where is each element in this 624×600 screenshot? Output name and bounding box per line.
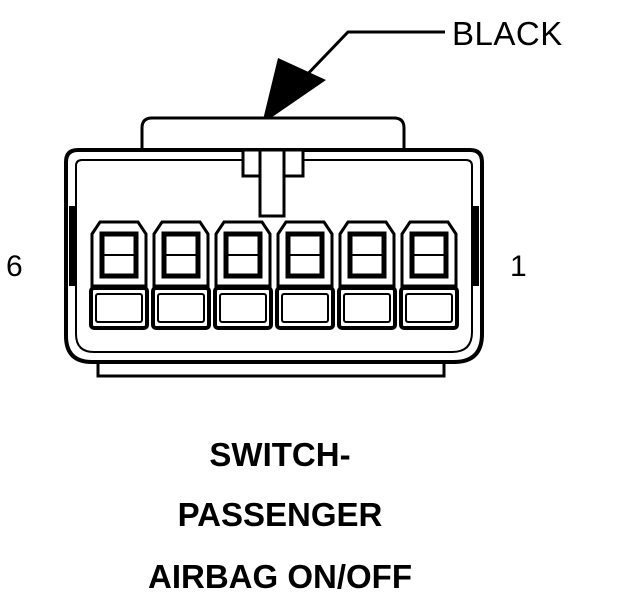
pin-1-label: 1 bbox=[510, 250, 527, 283]
connector-top-tab bbox=[140, 116, 406, 150]
connector-body-inner bbox=[75, 159, 473, 353]
terminal-cavity bbox=[151, 220, 211, 330]
terminal-cavity bbox=[213, 220, 273, 330]
title-line-2: PASSENGER bbox=[177, 496, 383, 533]
connector-color-label: BLACK bbox=[452, 15, 563, 52]
terminal-cavity bbox=[337, 220, 397, 330]
connector-key bbox=[241, 148, 305, 218]
terminal-cavity bbox=[399, 220, 459, 330]
title-line-3: AIRBAG ON/OFF bbox=[148, 558, 412, 595]
color-leader-arrow bbox=[262, 30, 445, 124]
terminal-cavity bbox=[275, 220, 335, 330]
terminal-cavity bbox=[89, 220, 149, 330]
pin-6-label: 6 bbox=[6, 250, 23, 283]
terminal-cavities bbox=[89, 220, 459, 330]
title-line-1: SWITCH- bbox=[209, 436, 351, 473]
